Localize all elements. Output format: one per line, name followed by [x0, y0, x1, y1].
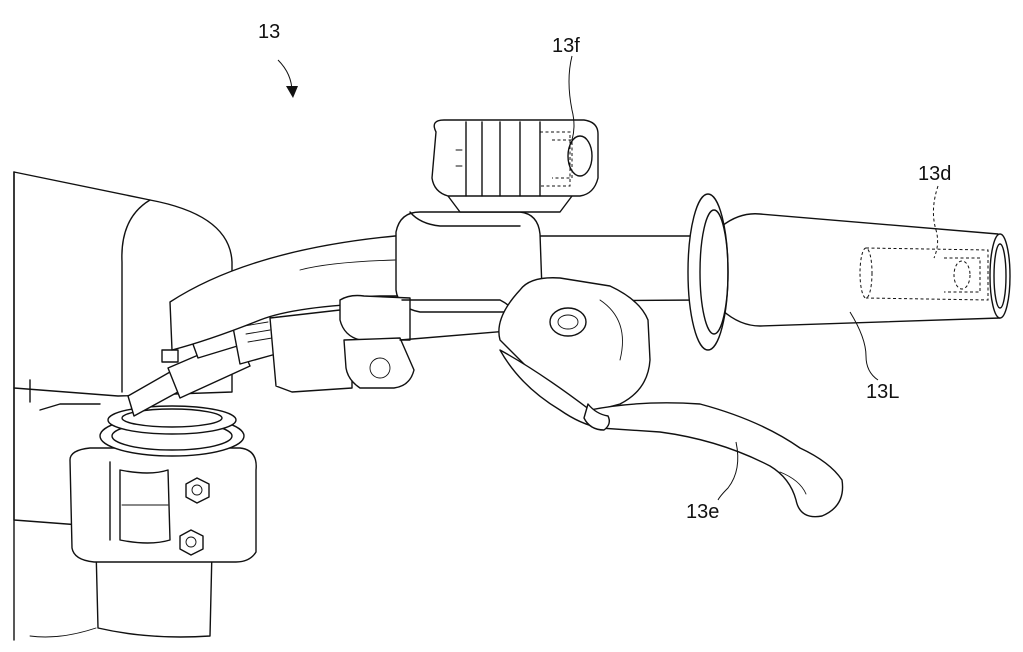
- handlebar-clamp: [69, 405, 257, 563]
- fork-leg: [29, 547, 213, 638]
- assembly-arrow: [277, 59, 298, 98]
- label-13e: 13e: [686, 501, 719, 523]
- clamp-bolt-lower: [179, 529, 204, 556]
- grip-internal-part: [859, 247, 989, 301]
- switch-unit: [431, 119, 599, 213]
- label-13d: 13d: [918, 163, 951, 185]
- leader-13d: [932, 185, 939, 259]
- handlebar-grip: [687, 193, 1011, 351]
- leader-13L: [849, 311, 879, 381]
- label-13: 13: [258, 21, 280, 43]
- leader-13f: [568, 55, 575, 141]
- label-13L: 13L: [866, 381, 899, 403]
- brake-lever: [499, 349, 844, 518]
- lever-pivot-cover: [498, 277, 651, 413]
- lever-holder: [269, 211, 543, 393]
- leader-13e: [717, 441, 739, 501]
- label-13f: 13f: [552, 35, 580, 57]
- clamp-bolt-upper: [185, 477, 210, 504]
